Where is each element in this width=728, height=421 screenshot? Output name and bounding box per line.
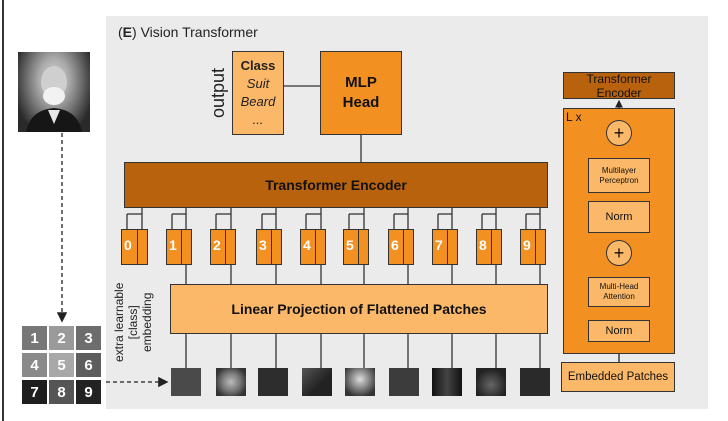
patch-image [345,368,375,396]
patch-token: 2 [210,229,236,265]
class-token: 0 [121,229,148,265]
norm-block: Norm [588,320,650,342]
class-item: Beard [240,94,276,109]
patch-image [432,368,462,396]
patch-grid: 1 2 3 4 5 6 7 8 9 [22,326,102,406]
patch-token: 6 [388,229,414,265]
patch-image [389,368,419,396]
grid-cell: 4 [22,353,47,377]
patch-token: 4 [300,229,326,265]
repeat-label: L x [566,110,582,124]
patch-image [302,368,332,396]
patch-token: 3 [256,229,282,265]
left-border-line [2,0,4,421]
patch-image [520,368,550,396]
grid-cell: 3 [76,326,101,350]
grid-cell: 7 [22,380,47,404]
patch-token: 9 [520,229,546,265]
figure-title: (E) Vision Transformer [118,24,258,40]
patch-token: 8 [476,229,502,265]
output-label: output [208,67,228,118]
residual-add-icon: + [606,240,632,266]
class-item: Suit [246,76,270,91]
patch-image [216,368,246,396]
transformer-encoder-block: Transformer Encoder [124,162,548,208]
encoder-detail-title: Transformer Encoder [563,72,675,100]
embedded-patches-block: Embedded Patches [561,362,675,392]
class-item: ... [252,112,264,127]
residual-add-icon: + [606,120,632,146]
grid-cell: 1 [22,326,47,350]
norm-block: Norm [588,201,650,233]
portrait-figure-icon [26,66,82,132]
patch-token: 5 [343,229,369,265]
portrait-image [18,52,90,132]
grid-cell: 6 [76,353,101,377]
class-title: Class [240,58,276,73]
linear-projection-block: Linear Projection of Flattened Patches [170,284,548,334]
grid-cell: 5 [49,353,74,377]
class-box: Class Suit Beard ... [232,51,284,135]
grid-cell: 9 [76,380,101,404]
patch-image [171,368,201,396]
grid-cell: 8 [49,380,74,404]
patch-image [258,368,288,396]
patch-token: 7 [432,229,458,265]
extra-learnable-label: extra learnable [class] embedding [112,282,154,362]
grid-cell: 2 [49,326,74,350]
patch-token: 1 [166,229,192,265]
patch-image [476,368,506,396]
